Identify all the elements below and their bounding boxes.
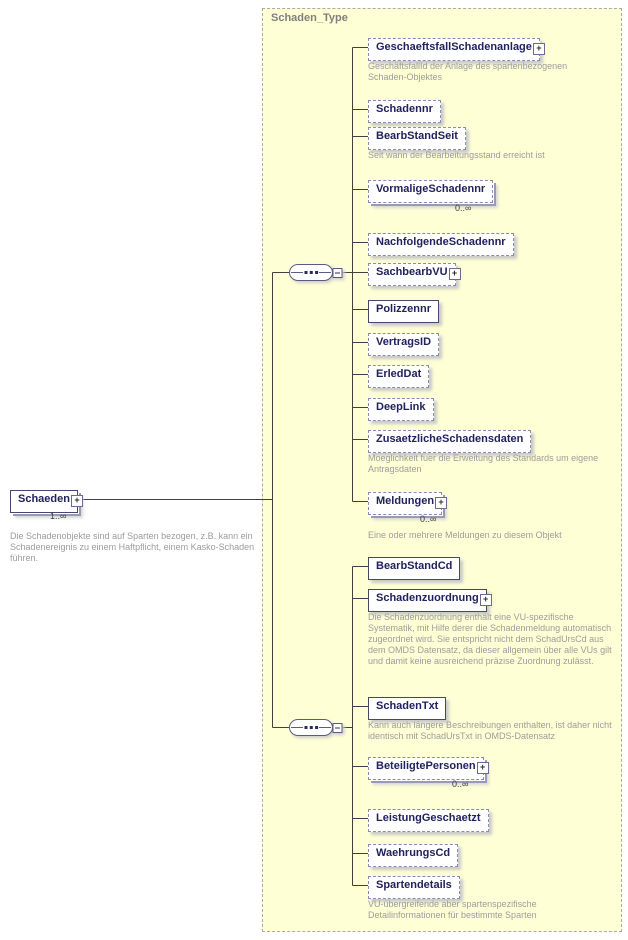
element-deeplink[interactable]: DeepLink	[368, 398, 434, 421]
element-meldungen[interactable]: Meldungen +	[368, 492, 448, 515]
expand-plus-icon[interactable]: +	[70, 495, 83, 507]
element-label: Schaeden	[18, 493, 70, 505]
element-schadennr[interactable]: Schadennr	[368, 100, 441, 123]
element-label: DeepLink	[376, 401, 426, 413]
occurrence-label: 0..∞	[420, 514, 437, 524]
element-label: SachbearbVU	[376, 266, 448, 278]
type-label: Schaden_Type	[271, 12, 348, 24]
annotation-schadentxt: Kann auch längere Beschreibungen enthalt…	[368, 720, 612, 741]
sequence-connector-1[interactable]	[289, 264, 343, 281]
element-label: ZusaetzlicheSchadensdaten	[376, 433, 524, 445]
element-bearbstandcd[interactable]: BearbStandCd	[368, 557, 461, 580]
element-vormalige-schadennr[interactable]: VormaligeSchadennr	[368, 180, 494, 203]
element-schadenzuordnung[interactable]: Schadenzuordnung +	[368, 589, 492, 612]
element-schaeden[interactable]: Schaeden +	[10, 490, 83, 513]
element-label: WaehrungsCd	[376, 847, 451, 859]
element-label: BeteiligtePersonen	[376, 760, 476, 772]
expand-plus-icon[interactable]: +	[476, 762, 489, 774]
occurrence-label: 0..∞	[455, 203, 472, 213]
element-sachbearbvu[interactable]: SachbearbVU +	[368, 263, 461, 286]
occurrence-label: 1..∞	[50, 511, 67, 521]
element-beteiligte-personen[interactable]: BeteiligtePersonen +	[368, 757, 489, 780]
element-label: NachfolgendeSchadennr	[376, 236, 506, 248]
annotation-zusaetzlicheschadensdaten: Moeglichkeit fuer die Erweitung des Stan…	[368, 453, 599, 474]
annotation-geschaeftsfallschadenanlage: GeschäftsfallId der Anlage des spartenbe…	[368, 61, 568, 82]
annotation-spartendetails: VU-übergreifende aber spartenspezifische…	[368, 899, 537, 920]
element-label: Polizzennr	[376, 303, 432, 315]
element-polizzennr[interactable]: Polizzennr	[368, 300, 440, 323]
element-label: VormaligeSchadennr	[376, 183, 486, 195]
element-label: VertragsID	[376, 336, 432, 348]
sequence-connector-2[interactable]	[289, 719, 343, 736]
expand-plus-icon[interactable]: +	[448, 268, 461, 280]
annotation-bearbstandseit: Seit wann der Bearbeitungsstand erreicht…	[368, 150, 545, 160]
annotation-schadenzuordnung: Die Schadenzuordnung enthält eine VU-spe…	[368, 612, 612, 666]
element-leistung-geschaetzt[interactable]: LeistungGeschaetzt	[368, 809, 489, 832]
element-label: Meldungen	[376, 495, 435, 507]
element-label: Schadennr	[376, 103, 433, 115]
element-erleddat[interactable]: ErledDat	[368, 365, 430, 388]
element-label: GeschaeftsfallSchadenanlage	[376, 41, 532, 53]
expand-plus-icon[interactable]: +	[479, 594, 492, 606]
element-zusaetzliche-schadensdaten[interactable]: ZusaetzlicheSchadensdaten	[368, 430, 532, 453]
element-schadentxt[interactable]: SchadenTxt	[368, 697, 447, 720]
expand-plus-icon[interactable]: +	[435, 497, 448, 509]
element-label: Spartendetails	[376, 879, 452, 891]
element-label: Schadenzuordnung	[376, 592, 479, 604]
element-label: LeistungGeschaetzt	[376, 812, 481, 824]
element-waehrungscd[interactable]: WaehrungsCd	[368, 844, 459, 867]
element-nachfolgende-schadennr[interactable]: NachfolgendeSchadennr	[368, 233, 514, 256]
annotation-meldungen: Eine oder mehrere Meldungen zu diesem Ob…	[368, 530, 562, 540]
element-label: BearbStandSeit	[376, 130, 458, 142]
element-spartendetails[interactable]: Spartendetails	[368, 876, 460, 899]
occurrence-label: 0..∞	[452, 779, 469, 789]
element-geschaeftsfall-schadenanlage[interactable]: GeschaeftsfallSchadenanlage +	[368, 38, 545, 61]
element-vertragsid[interactable]: VertragsID	[368, 333, 440, 356]
annotation-schaeden: Die Schadenobjekte sind auf Sparten bezo…	[10, 531, 255, 563]
element-label: ErledDat	[376, 368, 422, 380]
element-label: BearbStandCd	[376, 560, 453, 572]
element-bearbstandseit[interactable]: BearbStandSeit	[368, 127, 466, 150]
expand-plus-icon[interactable]: +	[532, 43, 545, 55]
element-label: SchadenTxt	[376, 700, 439, 712]
